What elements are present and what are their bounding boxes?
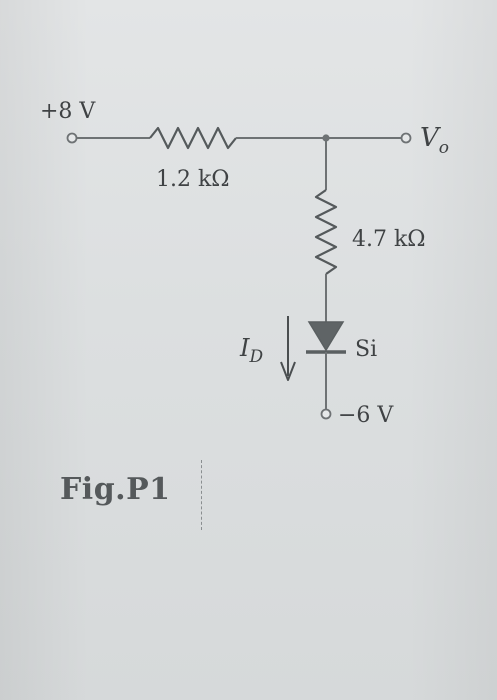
bottom-terminal [320, 408, 332, 420]
diode-symbol [307, 321, 345, 352]
supply-positive-label: +8 V [40, 99, 96, 124]
supply-negative-label: −6 V [338, 403, 394, 428]
resistor-1-2k-label: 1.2 kΩ [156, 167, 230, 192]
diode-current-label: ID [239, 334, 263, 367]
diode-current-sub: D [248, 347, 263, 367]
output-terminal [400, 132, 412, 144]
input-terminal [66, 132, 78, 144]
resistor-4-7k [314, 189, 338, 275]
current-arrow-head [280, 361, 296, 381]
margin-rule [201, 460, 202, 530]
resistor-4-7k-label: 4.7 kΩ [352, 227, 426, 252]
resistor-1-2k [149, 126, 237, 150]
diode-type-label: Si [355, 337, 377, 362]
output-voltage-label: Vo [420, 123, 449, 158]
figure-caption: Fig.P1 [60, 472, 171, 507]
output-voltage-main: V [420, 123, 441, 153]
diode-current-main: I [239, 334, 250, 362]
output-voltage-sub: o [439, 138, 449, 158]
